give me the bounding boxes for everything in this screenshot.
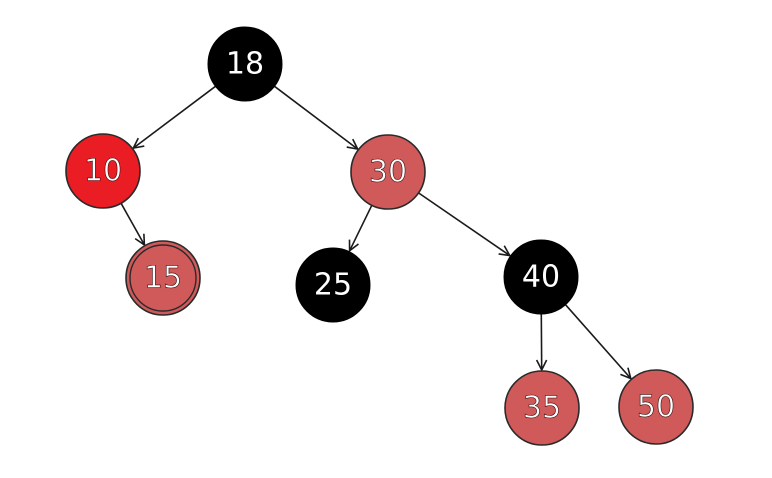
node-circle-50 bbox=[618, 369, 694, 445]
tree-node-50: 50 bbox=[618, 369, 694, 445]
node-label-15: 15 bbox=[144, 261, 182, 296]
node-circle-30 bbox=[350, 134, 426, 210]
node-label-25: 25 bbox=[314, 268, 352, 303]
tree-node-10: 10 bbox=[65, 133, 141, 209]
node-label-10: 10 bbox=[84, 154, 122, 189]
node-label-35: 35 bbox=[523, 391, 561, 426]
edge-18-to-10 bbox=[133, 85, 216, 148]
edges-layer bbox=[120, 85, 631, 379]
tree-node-15: 15 bbox=[125, 240, 201, 316]
edge-40-to-50 bbox=[564, 304, 631, 379]
nodes-layer: 18 10 30 15 25 40 35 50 bbox=[65, 26, 694, 446]
node-circle-35 bbox=[504, 370, 580, 446]
node-circle-40 bbox=[503, 239, 579, 315]
edge-18-to-30 bbox=[274, 85, 358, 149]
node-circle-10 bbox=[65, 133, 141, 209]
tree-node-18: 18 bbox=[207, 26, 283, 102]
node-circle-25 bbox=[295, 247, 371, 323]
node-label-30: 30 bbox=[369, 155, 407, 190]
node-inner-ring-15 bbox=[129, 244, 197, 312]
node-label-18: 18 bbox=[226, 47, 264, 82]
node-label-50: 50 bbox=[637, 390, 675, 425]
edge-30-to-25 bbox=[350, 204, 373, 251]
tree-node-30: 30 bbox=[350, 134, 426, 210]
node-circle-18 bbox=[207, 26, 283, 102]
edge-30-to-40 bbox=[418, 192, 510, 256]
tree-node-40: 40 bbox=[503, 239, 579, 315]
node-label-40: 40 bbox=[522, 260, 560, 295]
node-circle-15 bbox=[125, 240, 201, 316]
edge-10-to-15 bbox=[120, 202, 144, 245]
tree-node-25: 25 bbox=[295, 247, 371, 323]
tree-node-35: 35 bbox=[504, 370, 580, 446]
